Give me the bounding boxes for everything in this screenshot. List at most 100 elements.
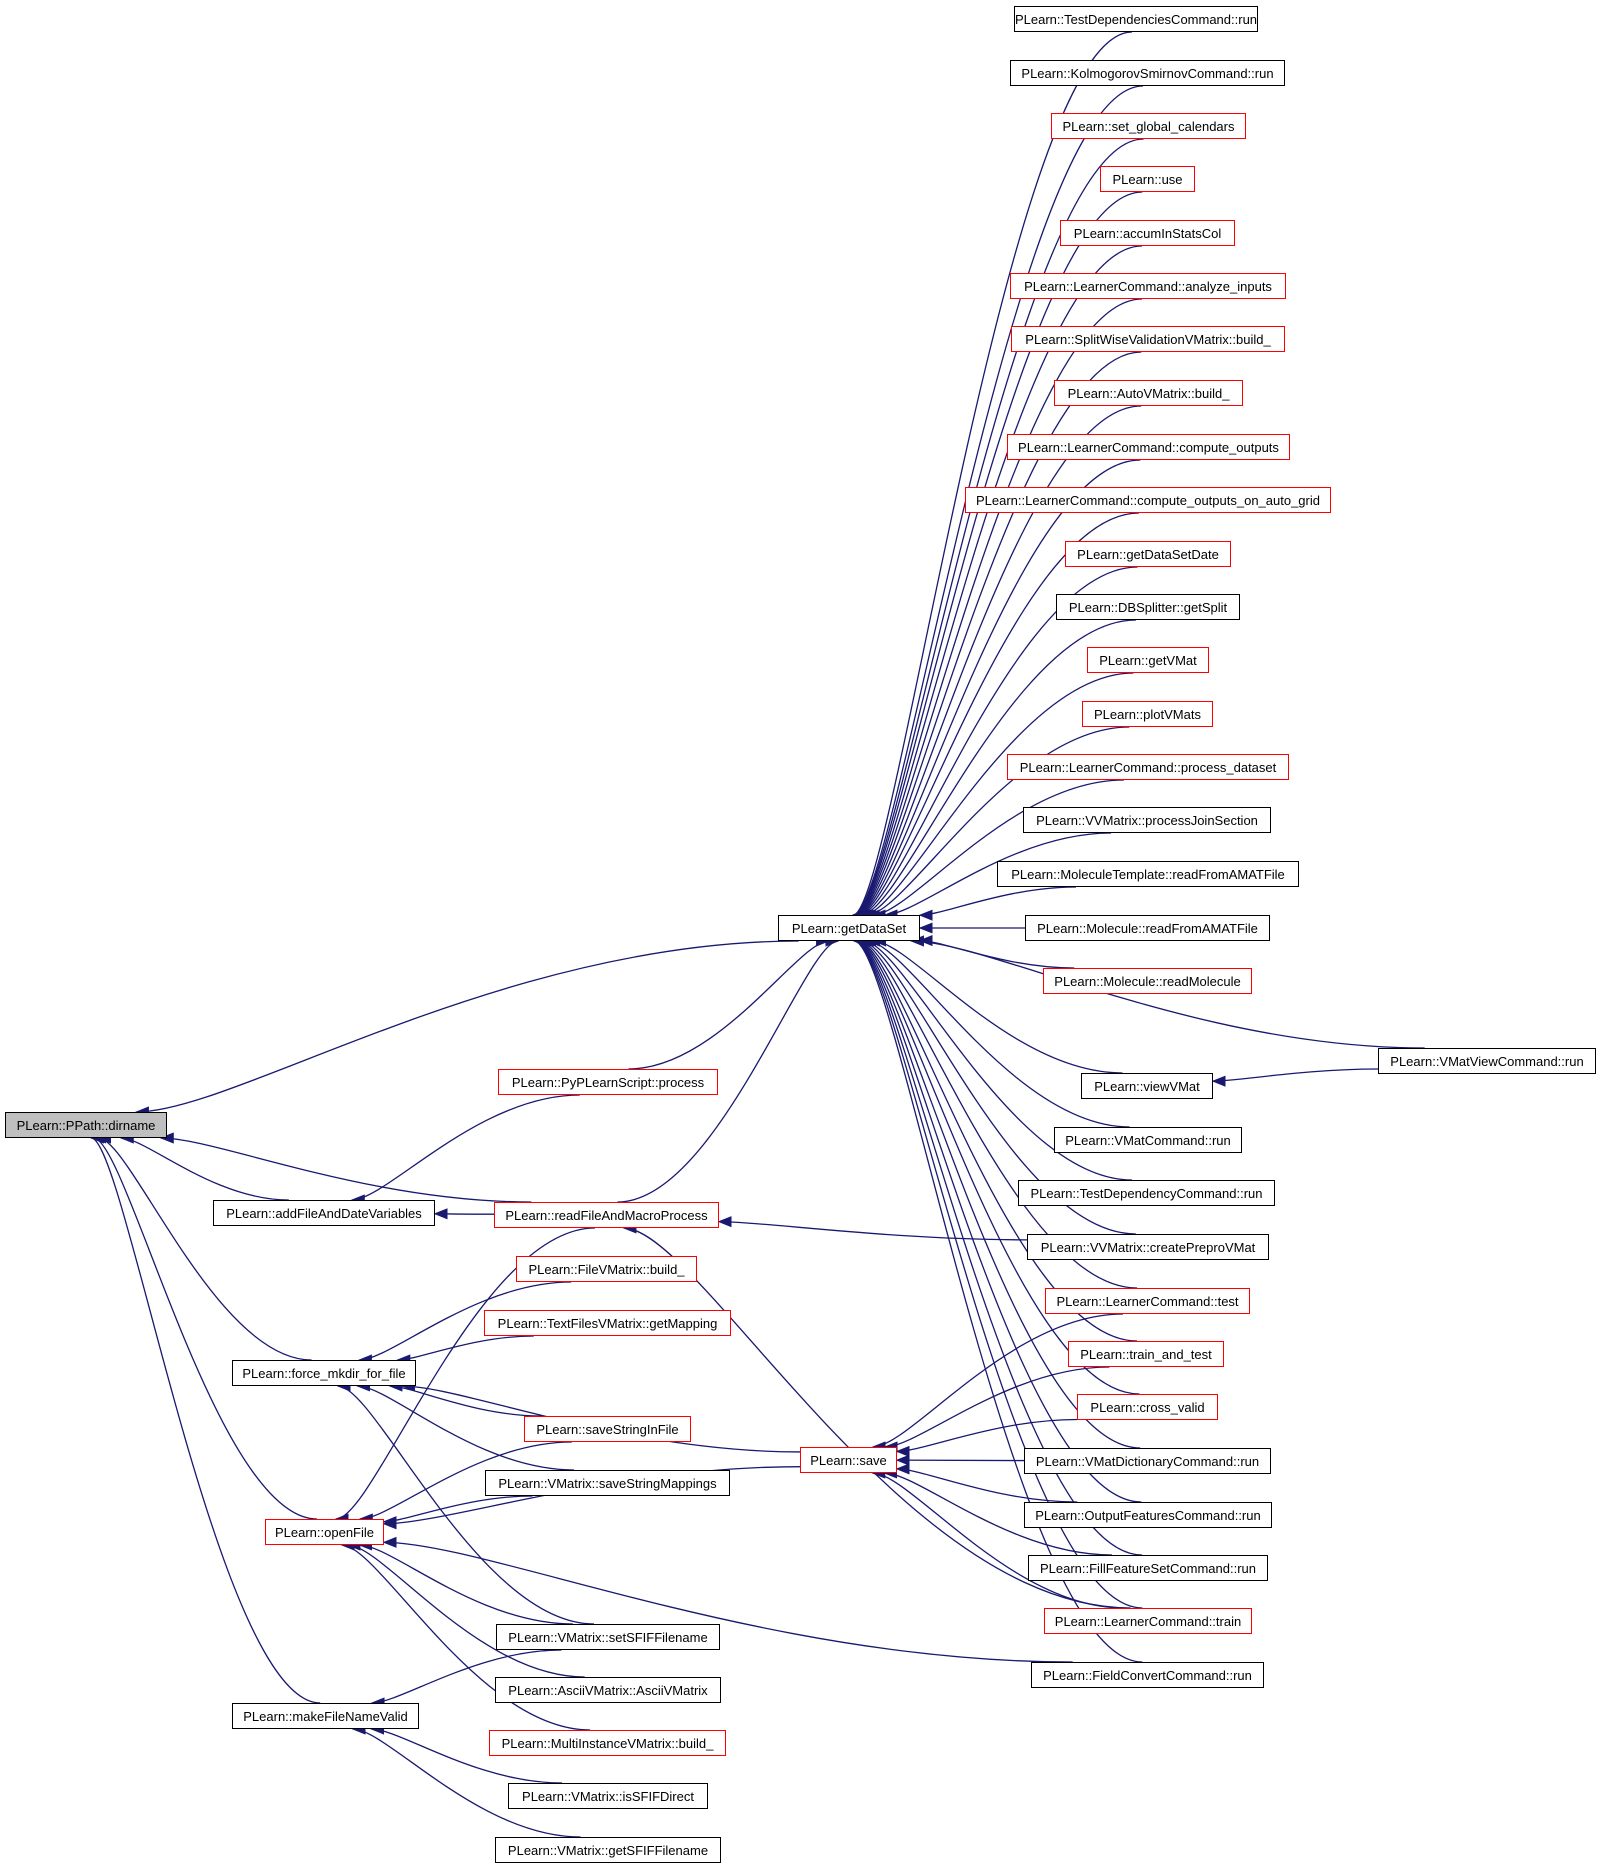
node-learner-command-train[interactable]: PLearn::LearnerCommand::train [1044, 1608, 1252, 1634]
edge-n_getdataset-to-n_dirname [134, 940, 799, 1118]
node-kolmogorov-smirnov-command-run[interactable]: PLearn::KolmogorovSmirnovCommand::run [1010, 60, 1285, 86]
node-learner-command-analyze-inputs[interactable]: PLearn::LearnerCommand::analyze_inputs [1010, 273, 1286, 299]
edge-n_lctrain-to-n_rfamp [622, 1222, 1131, 1609]
edge-n_vvprepro-to-n_getdataset [859, 935, 1136, 1235]
node-get-data-set[interactable]: PLearn::getDataSet [778, 915, 920, 941]
edge-n_vvjoin-to-n_getdataset [883, 832, 1112, 921]
node-ascii-vmatrix[interactable]: PLearn::AsciiVMatrix::AsciiVMatrix [495, 1677, 721, 1703]
edge-n_setcal-to-n_getdataset [852, 138, 1144, 921]
node-train-and-test[interactable]: PLearn::train_and_test [1068, 1341, 1224, 1367]
edge-n_lcprocess-to-n_getdataset [871, 779, 1124, 921]
edge-n_lctest-to-n_save [871, 1313, 1124, 1453]
node-vmat-dictionary-command-run[interactable]: PLearn::VMatDictionaryCommand::run [1024, 1448, 1271, 1474]
edge-n_vmatcmd-to-n_getdataset [865, 935, 1130, 1128]
node-vmatrix-is-sfif-direct[interactable]: PLearn::VMatrix::isSFIFDirect [508, 1783, 708, 1809]
node-force-mkdir-for-file[interactable]: PLearn::force_mkdir_for_file [232, 1360, 416, 1386]
edge-n_pyplearn-to-n_getdataset [628, 935, 831, 1070]
edge-n_rfamp-to-n_dirname [159, 1132, 532, 1203]
node-vmatrix-save-string-mappings[interactable]: PLearn::VMatrix::saveStringMappings [485, 1470, 730, 1496]
node-learner-command-compute-outputs[interactable]: PLearn::LearnerCommand::compute_outputs [1007, 434, 1290, 460]
edge-n_fieldconv-to-n_openfile [382, 1536, 1073, 1663]
node-get-data-set-date[interactable]: PLearn::getDataSetDate [1065, 541, 1231, 567]
edge-n_vmatviewrun-to-n_viewvmat [1211, 1068, 1379, 1087]
edge-n_fillfeat-to-n_save [883, 1467, 1112, 1556]
node-auto-vmatrix-build[interactable]: PLearn::AutoVMatrix::build_ [1054, 380, 1243, 406]
node-field-convert-command-run[interactable]: PLearn::FieldConvertCommand::run [1031, 1662, 1264, 1688]
edge-n_outfeat-to-n_save [895, 1463, 1078, 1503]
edge-n_vmssm-to-n_fmkdir [356, 1380, 574, 1471]
node-output-features-command-run[interactable]: PLearn::OutputFeaturesCommand::run [1024, 1502, 1272, 1528]
edge-n_openfile-to-n_dirname [92, 1132, 317, 1520]
edge-n_lctrain-to-n_save [871, 1467, 1124, 1609]
edge-n_vmatviewrun-to-n_getdataset [909, 935, 1425, 1049]
edge-n_lctest-to-n_getdataset [858, 935, 1138, 1289]
edge-n_trainandtest-to-n_save [883, 1366, 1110, 1453]
node-open-file[interactable]: PLearn::openFile [265, 1519, 384, 1545]
edge-n_crossvalid-to-n_save [895, 1418, 1078, 1457]
edge-n_tfvm-to-n_fmkdir [396, 1335, 534, 1366]
edge-n_vmsetsfif-to-n_mfnv [370, 1649, 562, 1709]
edge-n_rfamp-to-n_getdataset [617, 935, 840, 1203]
edge-n_moltemp-to-n_getdataset [918, 886, 1077, 921]
edge-n_ssif-to-n_fmkdir [388, 1380, 542, 1417]
node-save-string-in-file[interactable]: PLearn::saveStringInFile [524, 1416, 691, 1442]
edge-n_vmsetsfif-to-n_openfile [358, 1539, 573, 1625]
node-plot-vmats[interactable]: PLearn::plotVMats [1082, 701, 1213, 727]
node-test-dependency-command-run[interactable]: PLearn::TestDependencyCommand::run [1018, 1180, 1275, 1206]
edge-n_ssif-to-n_openfile [358, 1441, 572, 1525]
edge-n_rfamp-to-n_openfile [334, 1227, 595, 1525]
edge-n_filevm-to-n_fmkdir [357, 1281, 572, 1366]
edge-n_crossvalid-to-n_getdataset [855, 935, 1140, 1395]
node-file-vmatrix-build[interactable]: PLearn::FileVMatrix::build_ [516, 1256, 697, 1282]
node-vvmatrix-create-prepro-vmat[interactable]: PLearn::VVMatrix::createPreproVMat [1027, 1234, 1269, 1260]
node-learner-command-process-dataset[interactable]: PLearn::LearnerCommand::process_dataset [1007, 754, 1289, 780]
node-set-global-calendars[interactable]: PLearn::set_global_calendars [1051, 113, 1246, 139]
edge-n_ascii-to-n_openfile [346, 1539, 585, 1678]
node-vmat-view-command-run[interactable]: PLearn::VMatViewCommand::run [1378, 1048, 1596, 1074]
edge-n_lcgrid-to-n_getdataset [856, 512, 1139, 921]
edge-n_vmatdict-to-n_getdataset [854, 935, 1141, 1449]
node-multi-instance-vmatrix-build[interactable]: PLearn::MultiInstanceVMatrix::build_ [489, 1730, 726, 1756]
node-use[interactable]: PLearn::use [1100, 166, 1195, 192]
node-molecule-template-read-from-amat-file[interactable]: PLearn::MoleculeTemplate::readFromAMATFi… [997, 861, 1299, 887]
node-cross-valid[interactable]: PLearn::cross_valid [1077, 1394, 1218, 1420]
node-add-file-and-date-variables[interactable]: PLearn::addFileAndDateVariables [213, 1200, 435, 1226]
edge-n_getsfif-to-n_mfnv [351, 1723, 581, 1838]
edge-n_vvprepro-to-n_rfamp [717, 1216, 1028, 1241]
node-pyplearn-script-process[interactable]: PLearn::PyPLearnScript::process [498, 1069, 718, 1095]
node-vvmatrix-process-join-section[interactable]: PLearn::VVMatrix::processJoinSection [1023, 807, 1271, 833]
node-learner-command-compute-outputs-on-auto-grid[interactable]: PLearn::LearnerCommand::compute_outputs_… [965, 487, 1331, 513]
node-accum-in-stats-col[interactable]: PLearn::accumInStatsCol [1060, 220, 1235, 246]
edge-n_vmsetsfif-to-n_fmkdir [336, 1380, 595, 1625]
node-make-file-name-valid[interactable]: PLearn::makeFileNameValid [232, 1703, 419, 1729]
node-ppath-dirname: PLearn::PPath::dirname [5, 1112, 167, 1138]
node-save[interactable]: PLearn::save [800, 1447, 897, 1473]
node-vmatrix-get-sfif-filename[interactable]: PLearn::VMatrix::getSFIFFilename [495, 1837, 721, 1863]
node-split-wise-validation-vmatrix-build[interactable]: PLearn::SplitWiseValidationVMatrix::buil… [1011, 326, 1285, 352]
node-learner-command-test[interactable]: PLearn::LearnerCommand::test [1045, 1288, 1250, 1314]
node-vmatrix-set-sfif-filename[interactable]: PLearn::VMatrix::setSFIFFilename [496, 1624, 720, 1650]
node-vmat-command-run[interactable]: PLearn::VMatCommand::run [1054, 1127, 1242, 1153]
edge-n_getvmat-to-n_getdataset [862, 672, 1134, 921]
node-view-vmat[interactable]: PLearn::viewVMat [1081, 1073, 1213, 1099]
edge-n_viewvmat-to-n_getdataset [872, 935, 1123, 1074]
edge-n_multi-to-n_openfile [340, 1539, 591, 1731]
node-text-files-vmatrix-get-mapping[interactable]: PLearn::TextFilesVMatrix::getMapping [484, 1310, 731, 1336]
node-db-splitter-get-split[interactable]: PLearn::DBSplitter::getSplit [1056, 594, 1240, 620]
edge-n_testdeps-to-n_getdataset [851, 31, 1132, 921]
node-molecule-read-from-amat-file[interactable]: PLearn::Molecule::readFromAMATFile [1025, 915, 1270, 941]
node-fill-feature-set-command-run[interactable]: PLearn::FillFeatureSetCommand::run [1028, 1555, 1268, 1581]
edge-n_mfnv-to-n_dirname [89, 1132, 321, 1704]
edge-n_fmkdir-to-n_dirname [97, 1132, 312, 1361]
edge-n_testdep-to-n_getdataset [862, 935, 1132, 1181]
edge-n_dbsplit-to-n_getdataset [859, 619, 1136, 921]
node-get-vmat[interactable]: PLearn::getVMat [1087, 647, 1209, 673]
edge-n_lccompute-to-n_getdataset [855, 459, 1141, 921]
edge-n_issfif-to-n_mfnv [370, 1723, 563, 1784]
node-read-file-and-macro-process[interactable]: PLearn::readFileAndMacroProcess [494, 1202, 719, 1228]
edge-n_pyplearn-to-n_adfv [350, 1094, 580, 1206]
node-test-dependencies-command-run[interactable]: PLearn::TestDependenciesCommand::run [1014, 6, 1258, 32]
node-molecule-read-molecule[interactable]: PLearn::Molecule::readMolecule [1043, 968, 1252, 994]
edge-n_plotvmats-to-n_getdataset [865, 726, 1130, 921]
edge-n_getdsdate-to-n_getdataset [857, 566, 1138, 921]
